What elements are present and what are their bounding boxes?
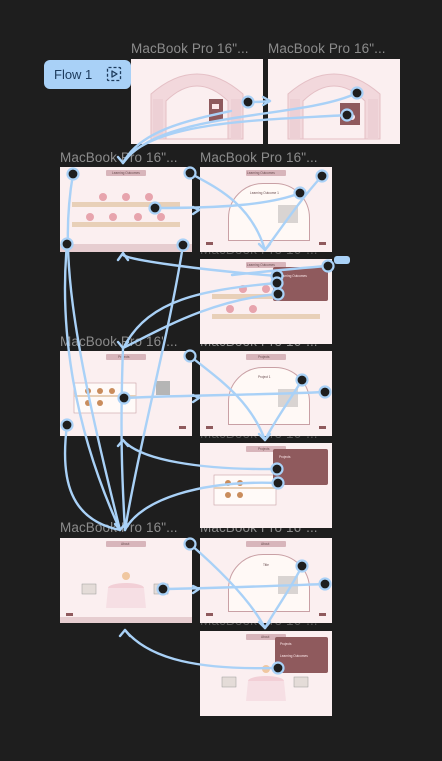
- next-arrow-icon[interactable]: [319, 242, 326, 245]
- cafe-table-illustration: [60, 572, 192, 623]
- cafe-table-illustration: [221, 665, 309, 701]
- image-placeholder: [278, 205, 298, 223]
- frame-label-outcome-detail[interactable]: MacBook Pro 16"...: [200, 150, 318, 165]
- prev-arrow-icon[interactable]: [206, 242, 213, 245]
- frame-projects-grid[interactable]: Projects: [60, 351, 192, 436]
- nav-menu-popup[interactable]: Projects: [273, 449, 328, 485]
- menu-item-projects[interactable]: Projects: [279, 455, 291, 459]
- frame-projects-menu[interactable]: Projects Projects: [200, 443, 332, 528]
- frame-label-about[interactable]: MacBook Pro 16"...: [60, 520, 178, 535]
- arrowhead: [118, 628, 132, 638]
- frame-about-menu[interactable]: About Projects Learning Outcomes: [200, 631, 332, 716]
- frame-title: Learning Outcomes: [247, 171, 275, 175]
- prev-arrow-icon[interactable]: [66, 613, 73, 616]
- image-placeholder: [278, 389, 298, 407]
- frame-title: About: [261, 542, 270, 546]
- prev-arrow-icon[interactable]: [206, 613, 213, 616]
- card-heading: Learning Outcome 1: [250, 191, 279, 195]
- arrowhead: [191, 393, 201, 404]
- nav-menu-popup[interactable]: Learning Outcomes: [273, 267, 328, 301]
- frame-project-detail[interactable]: Projects Project 1: [200, 351, 332, 436]
- frame-home-2[interactable]: [268, 59, 400, 144]
- cake-shelves-illustration: [60, 193, 192, 252]
- arrowhead: [116, 438, 130, 448]
- frame-about[interactable]: About: [60, 538, 192, 623]
- next-arrow-icon[interactable]: [179, 426, 186, 429]
- frame-title: About: [121, 542, 130, 546]
- frame-label-home-1[interactable]: MacBook Pro 16"...: [131, 41, 249, 56]
- home-archway-illustration-2: [268, 59, 400, 144]
- frame-title: Projects: [258, 355, 270, 359]
- frame-outcome-menu[interactable]: Learning Outcomes Learning Outcomes: [200, 259, 332, 344]
- arrowhead: [191, 584, 201, 595]
- next-arrow-icon[interactable]: [319, 426, 326, 429]
- pastry-case-illustration: [73, 381, 170, 414]
- menu-item-learning-outcomes[interactable]: Learning Outcomes: [279, 274, 307, 278]
- card-heading: Project 1: [258, 375, 271, 379]
- play-frame-icon[interactable]: [106, 66, 122, 82]
- frame-about-detail[interactable]: About Title: [200, 538, 332, 623]
- frame-title: Learning Outcomes: [112, 171, 140, 175]
- card-heading: Title: [263, 563, 269, 567]
- frame-label-projects-grid[interactable]: MacBook Pro 16"...: [60, 334, 178, 349]
- flow-label: Flow 1: [54, 67, 93, 82]
- connection-tab: [334, 256, 350, 264]
- image-placeholder: [278, 576, 298, 594]
- frame-label-home-2[interactable]: MacBook Pro 16"...: [268, 41, 386, 56]
- prev-arrow-icon[interactable]: [206, 426, 213, 429]
- arrowhead: [191, 205, 201, 216]
- frame-outcomes-grid[interactable]: Learning Outcomes: [60, 167, 192, 252]
- nav-menu-popup[interactable]: Projects Learning Outcomes: [275, 637, 328, 673]
- frame-label-outcomes-grid[interactable]: MacBook Pro 16"...: [60, 150, 178, 165]
- flow-start-badge[interactable]: Flow 1: [44, 60, 131, 89]
- next-arrow-icon[interactable]: [319, 613, 326, 616]
- menu-item-learning-outcomes[interactable]: Learning Outcomes: [280, 654, 308, 658]
- wire: [63, 423, 122, 532]
- frame-home-1[interactable]: [131, 59, 263, 144]
- home-archway-illustration: [131, 59, 263, 144]
- menu-item-projects[interactable]: Projects: [280, 642, 292, 646]
- arrowhead: [116, 251, 130, 262]
- frame-outcome-detail[interactable]: Learning Outcomes Learning Outcome 1: [200, 167, 332, 252]
